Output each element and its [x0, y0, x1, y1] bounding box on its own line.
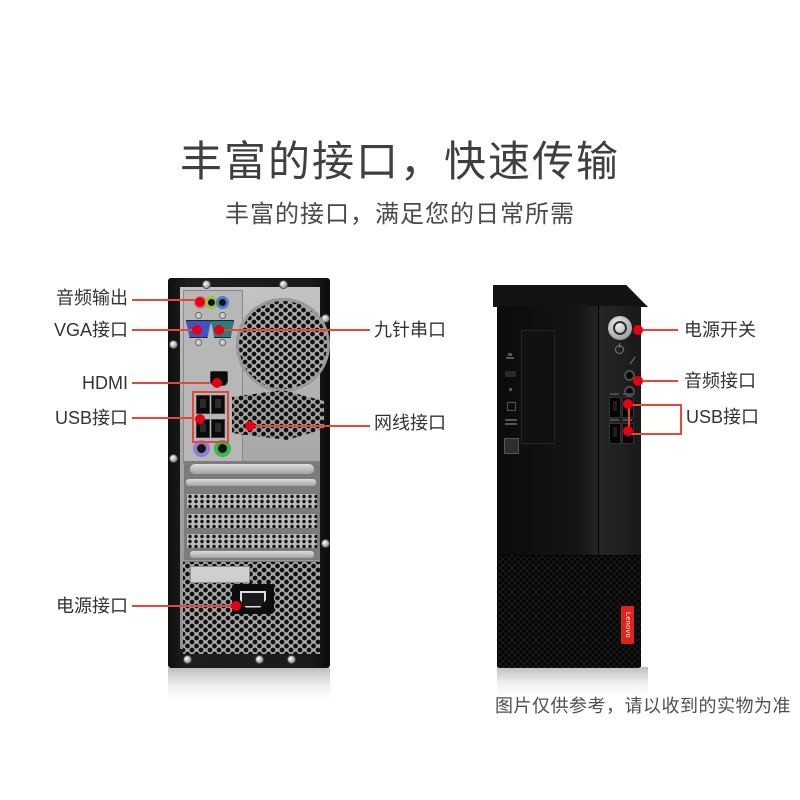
- microphone-jack: [624, 386, 635, 397]
- dvd-logo-icon: [505, 423, 517, 425]
- label-hdmi: HDMI: [82, 373, 128, 393]
- annotation-line: [132, 605, 231, 607]
- disclaimer-text: 图片仅供参考，请以收到的实物为准: [495, 696, 791, 716]
- label-power-inlet: 电源接口: [56, 596, 128, 616]
- usb-bracket-box: [628, 404, 682, 435]
- power-button: [608, 316, 632, 340]
- usb-highlight-box: [192, 391, 229, 443]
- screw-icon: [256, 656, 263, 663]
- label-audio-out: 音频输出: [56, 288, 128, 308]
- label-vga: VGA接口: [53, 320, 128, 340]
- usb-logo-icon: [623, 393, 632, 395]
- screw-icon: [280, 281, 287, 288]
- page-subtitle: 丰富的接口，满足您的日常所需: [225, 201, 575, 228]
- annotation-line: [643, 380, 678, 382]
- slot-cover-perforated: [186, 493, 318, 509]
- annotation-dot: [195, 297, 205, 307]
- screw-icon: [195, 312, 202, 319]
- screw-icon: [195, 339, 202, 346]
- annotation-dot: [633, 376, 643, 386]
- annotation-dot: [245, 421, 255, 431]
- usb-logo-icon: [610, 419, 619, 421]
- power-symbol-icon: [615, 343, 624, 354]
- annotation-dot: [192, 325, 202, 335]
- label-usb-front: USB接口: [686, 407, 760, 427]
- front-top-cap: [493, 285, 648, 307]
- dvd-logo-icon: [505, 419, 517, 421]
- slot-cover-perforated: [186, 533, 318, 549]
- label-ethernet: 网线接口: [374, 413, 446, 433]
- label-serial: 九针串口: [374, 320, 446, 340]
- slot-cover-perforated: [186, 513, 318, 529]
- indicator-icon: [509, 388, 512, 391]
- label-power-switch: 电源开关: [684, 320, 756, 340]
- annotation-dot: [633, 325, 643, 335]
- lower-vent: [232, 390, 324, 440]
- reflection: [168, 668, 330, 701]
- front-seam: [598, 306, 599, 556]
- screw-icon: [288, 656, 295, 663]
- usb-port: [196, 395, 210, 414]
- audio-jack-blue: [216, 296, 229, 309]
- label-usb-rear: USB接口: [54, 408, 128, 428]
- slot-cover: [186, 479, 316, 486]
- lenovo-badge: Lenovo: [621, 606, 634, 644]
- screw-icon: [219, 312, 226, 319]
- annotation-line: [132, 382, 210, 384]
- psu-plate: [190, 566, 250, 583]
- label-audio-front: 音频接口: [684, 371, 756, 391]
- usb-logo-icon: [623, 419, 632, 421]
- screw-icon: [170, 341, 177, 348]
- eject-button: [505, 371, 516, 377]
- slot-cover: [190, 464, 314, 474]
- front-mesh-vent: [497, 555, 641, 668]
- annotation-line: [224, 329, 370, 331]
- annotation-line: [643, 329, 678, 331]
- annotation-line: [132, 417, 194, 419]
- page-title: 丰富的接口，快速传输: [179, 138, 620, 185]
- slot-cover: [190, 551, 314, 558]
- usb-port: [211, 395, 225, 414]
- optical-drive-door: [521, 330, 555, 444]
- usb-logo-icon: [610, 393, 619, 395]
- screw-icon: [322, 315, 329, 322]
- annotation-line: [132, 299, 196, 301]
- label-sticker: [504, 438, 519, 454]
- usb-port: [609, 397, 621, 418]
- eject-icon: [506, 357, 514, 359]
- fan-vent: [236, 298, 330, 392]
- screw-icon: [184, 656, 191, 663]
- usb-port: [211, 419, 225, 438]
- annotation-line: [255, 425, 370, 427]
- logo-icon: [507, 402, 516, 411]
- screw-icon: [219, 339, 226, 346]
- annotation-dot: [231, 601, 241, 611]
- usb-port: [609, 423, 621, 444]
- screw-icon: [322, 540, 329, 547]
- annotation-dot: [214, 325, 224, 335]
- headphone-jack: [624, 370, 635, 381]
- annotation-dot: [623, 426, 633, 436]
- eject-icon: [508, 353, 512, 356]
- annotation-dot: [195, 414, 205, 424]
- annotation-line: [132, 329, 192, 331]
- annotation-dot: [623, 399, 633, 409]
- screw-icon: [170, 455, 177, 462]
- reflection: [497, 667, 648, 697]
- screw-icon: [203, 281, 210, 288]
- annotation-dot: [212, 378, 222, 388]
